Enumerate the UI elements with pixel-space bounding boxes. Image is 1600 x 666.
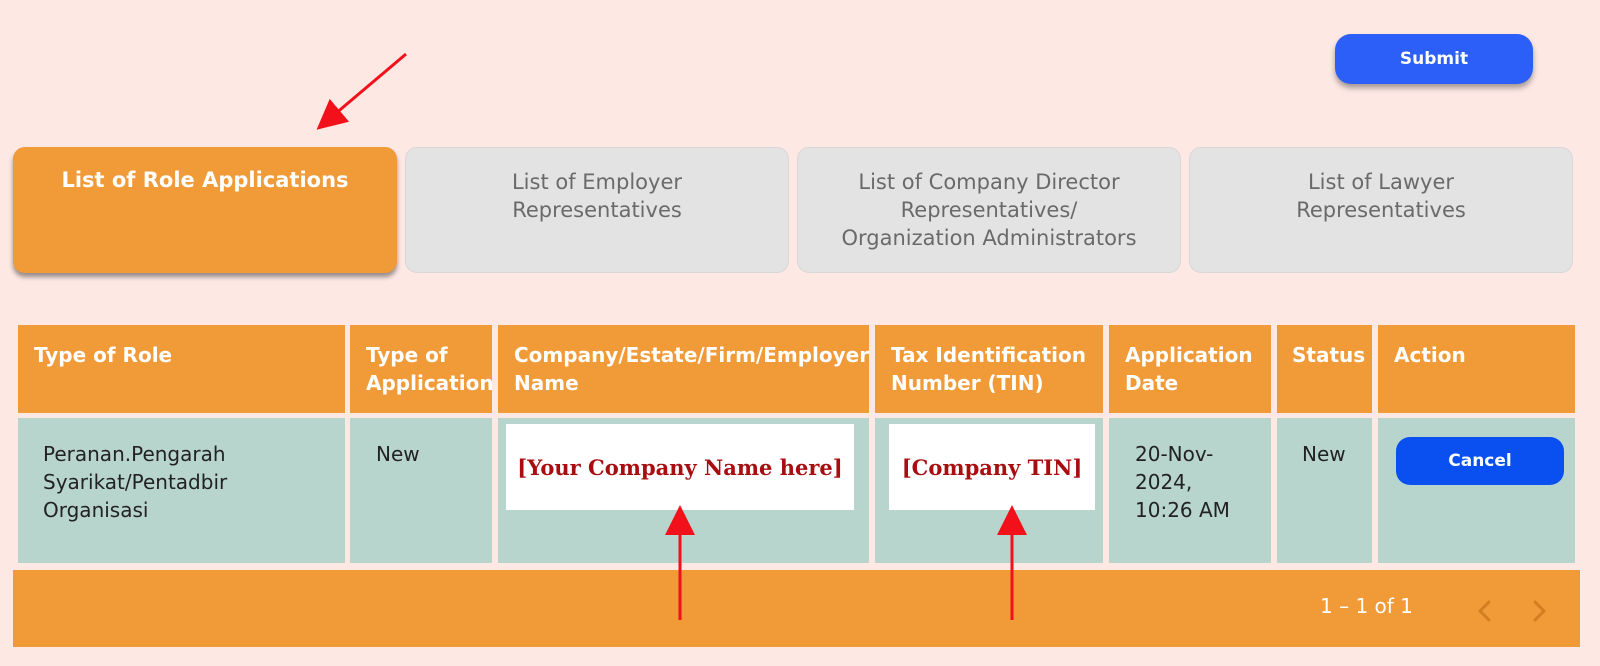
tab-employer-representatives[interactable]: List of Employer Representatives — [405, 147, 789, 273]
cell-text: Peranan.Pengarah — [43, 442, 226, 466]
cell-application-date: 20-Nov- 2024, 10:26 AM — [1109, 418, 1271, 563]
cell-text: [Your Company Name here] — [517, 454, 843, 480]
cell-text: Organisasi — [43, 498, 149, 522]
tab-company-director-representatives[interactable]: List of Company Director Representatives… — [797, 147, 1181, 273]
header-text: Date — [1125, 371, 1179, 395]
cell-text: New — [376, 442, 420, 466]
cell-text: 20-Nov- — [1135, 442, 1214, 466]
tab-label-line: Organization Administrators — [841, 226, 1137, 250]
header-text: Status — [1292, 343, 1366, 367]
tab-label-line: List of Employer — [511, 170, 683, 194]
chevron-left-icon[interactable] — [1470, 596, 1500, 626]
header-status: Status — [1277, 325, 1372, 413]
header-text: Application — [1125, 343, 1253, 367]
submit-button[interactable]: Submit — [1335, 34, 1533, 84]
status-badge: New — [1302, 442, 1346, 466]
tab-label-line: List of Lawyer — [1307, 170, 1455, 194]
cancel-button[interactable]: Cancel — [1396, 437, 1564, 485]
pagination-range: 1 – 1 of 1 — [1320, 594, 1413, 618]
header-text: Application — [366, 371, 494, 395]
tin-placeholder: [Company TIN] — [889, 424, 1095, 510]
tab-role-applications[interactable]: List of Role Applications — [13, 147, 397, 273]
header-text: Type of — [366, 343, 448, 367]
cell-text: Syarikat/Pentadbir — [43, 470, 228, 494]
cell-type-of-application: New — [350, 418, 492, 563]
tab-lawyer-representatives[interactable]: List of Lawyer Representatives — [1189, 147, 1573, 273]
header-text: Company/Estate/Firm/Employer — [514, 343, 869, 367]
tab-label-line: Representatives — [1296, 198, 1466, 222]
chevron-right-icon[interactable] — [1524, 596, 1554, 626]
cell-text: [Company TIN] — [901, 454, 1083, 480]
cell-text: 2024, — [1135, 470, 1193, 494]
header-type-of-role: Type of Role — [18, 325, 345, 413]
tab-label-line: Representatives/ — [900, 198, 1078, 222]
header-type-of-application: Type of Application — [350, 325, 494, 413]
header-tin: Tax Identification Number (TIN) — [875, 325, 1103, 413]
cell-type-of-role: Peranan.Pengarah Syarikat/Pentadbir Orga… — [18, 418, 345, 563]
tab-label: List of Role Applications — [61, 168, 349, 192]
cell-text: 10:26 AM — [1135, 498, 1230, 522]
tab-label-line: Representatives — [512, 198, 682, 222]
header-company-name: Company/Estate/Firm/Employer Name — [498, 325, 869, 413]
red-arrow-icon — [316, 52, 407, 130]
company-name-placeholder: [Your Company Name here] — [506, 424, 854, 510]
table-footer — [13, 570, 1580, 647]
header-text: Tax Identification — [891, 343, 1086, 367]
tab-label-line: List of Company Director — [858, 170, 1120, 194]
header-text: Type of Role — [34, 343, 173, 367]
header-action: Action — [1378, 325, 1575, 413]
cell-status: New — [1277, 418, 1372, 563]
header-application-date: Application Date — [1109, 325, 1271, 413]
header-text: Name — [514, 371, 579, 395]
header-text: Number (TIN) — [891, 371, 1044, 395]
header-text: Action — [1394, 343, 1466, 367]
